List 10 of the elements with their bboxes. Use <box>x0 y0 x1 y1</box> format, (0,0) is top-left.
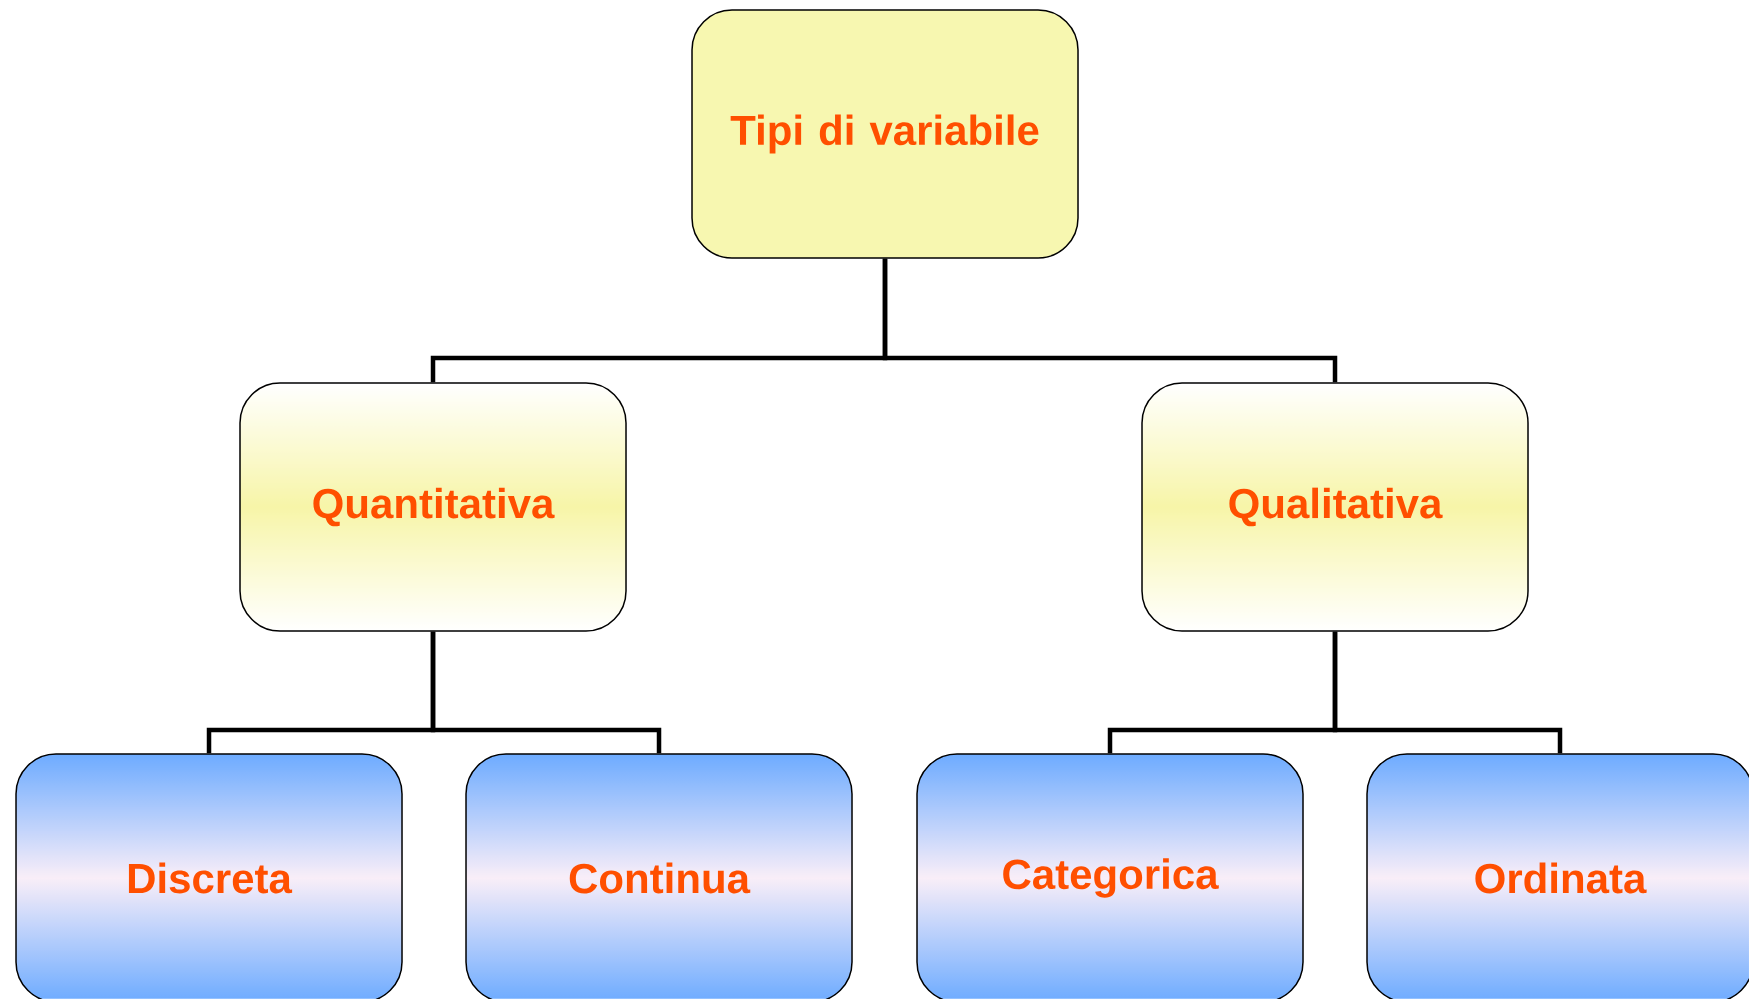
box: Ordinata <box>1366 753 1749 999</box>
connector <box>430 631 662 754</box>
box: Tipi di variabile <box>691 9 1079 259</box>
box: Qualitativa <box>1141 382 1529 632</box>
box: Categorica <box>916 753 1304 999</box>
connector <box>1332 631 1563 754</box>
box: Continua <box>465 753 853 999</box>
connector <box>882 258 1338 383</box>
box: Quantitativa <box>239 382 627 632</box>
box: Discreta <box>15 753 403 999</box>
